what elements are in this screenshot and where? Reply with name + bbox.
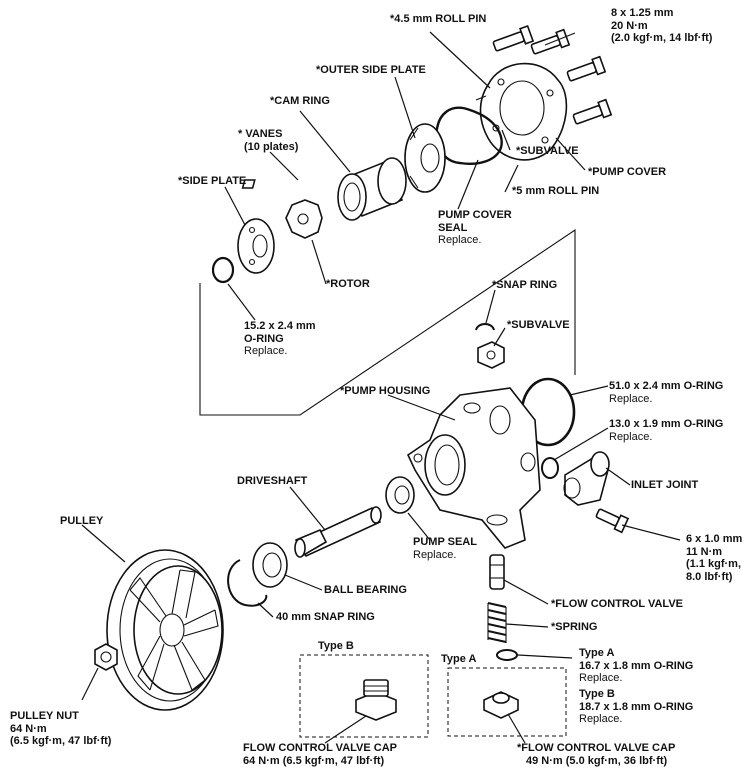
label-type-b-box: Type B	[318, 640, 354, 652]
label-driveshaft: DRIVESHAFT	[237, 475, 308, 487]
label-oring-51-0: 51.0 x 2.4 mm O-RING Replace.	[609, 380, 724, 405]
label-ball-bearing: BALL BEARING	[324, 584, 407, 596]
spring	[487, 602, 507, 643]
pump-seal	[385, 476, 415, 514]
vane-plate	[241, 179, 256, 189]
label-roll-pin-45: *4.5 mm ROLL PIN	[390, 13, 487, 25]
assembly-axis-line	[199, 228, 576, 416]
ball-bearing	[252, 542, 288, 588]
label-oring-type-a: Type A 16.7 x 1.8 mm O-RING Replace.	[579, 647, 694, 684]
oring-13-0	[541, 457, 559, 479]
outer-side-plate	[404, 123, 446, 193]
fcv-cap-type-a	[483, 691, 519, 719]
snap-ring-40	[227, 559, 268, 607]
label-bolt-6mm: 6 x 1.0 mm 11 N·m (1.1 kgf·m, 8.0 lbf·ft…	[686, 533, 743, 583]
type-b-box	[299, 654, 429, 738]
inlet-joint	[563, 451, 610, 506]
label-pump-housing: *PUMP HOUSING	[340, 385, 431, 397]
label-oring-type-b: Type B 18.7 x 1.8 mm O-RING Replace.	[579, 688, 694, 725]
pump-cover-seal	[435, 106, 503, 165]
cam-ring	[337, 157, 407, 221]
label-snap-ring: *SNAP RING	[492, 279, 558, 291]
oring-15-2	[211, 256, 235, 284]
label-flow-control-valve: *FLOW CONTROL VALVE	[551, 598, 683, 610]
pulley-nut	[94, 643, 118, 671]
driveshaft	[294, 506, 382, 558]
snap-ring	[475, 323, 495, 331]
label-spring: *SPRING	[551, 621, 598, 633]
label-pump-seal: PUMP SEAL Replace.	[413, 536, 477, 561]
pulley	[106, 549, 224, 711]
label-pulley-nut: PULLEY NUT 64 N·m (6.5 kgf·m, 47 lbf·ft)	[10, 710, 112, 747]
label-pump-cover-seal: PUMP COVER SEAL Replace.	[438, 209, 512, 246]
label-vanes: * VANES (10 plates)	[238, 128, 299, 153]
label-pulley: PULLEY	[60, 515, 104, 527]
label-roll-pin-5: *5 mm ROLL PIN	[512, 185, 600, 197]
label-bolt-8mm: 8 x 1.25 mm 20 N·m (2.0 kgf·m, 14 lbf·ft…	[611, 7, 713, 44]
flow-control-valve	[489, 554, 505, 590]
rotor	[285, 199, 323, 239]
bolt-6mm	[595, 508, 630, 534]
valve-oring	[496, 649, 518, 661]
pump-housing	[406, 387, 541, 549]
subvalve	[477, 341, 505, 369]
label-fcv-cap-a: *FLOW CONTROL VALVE CAP 49 N·m (5.0 kgf·…	[517, 742, 676, 767]
label-cam-ring: *CAM RING	[270, 95, 330, 107]
label-oring-13-0: 13.0 x 1.9 mm O-RING Replace.	[609, 418, 724, 443]
type-a-box	[447, 667, 567, 737]
label-type-a-box: Type A	[441, 653, 477, 665]
label-oring-15-2: 15.2 x 2.4 mm O-RING Replace.	[244, 320, 316, 357]
leader-lines	[81, 31, 681, 744]
label-outer-side-plate: *OUTER SIDE PLATE	[316, 64, 426, 76]
label-rotor: *ROTOR	[326, 278, 370, 290]
label-fcv-cap-b: FLOW CONTROL VALVE CAP 64 N·m (6.5 kgf·m…	[243, 742, 397, 767]
label-side-plate: *SIDE PLATE	[178, 175, 247, 187]
label-subvalve-upper: *SUBVALVE	[516, 145, 579, 157]
cover-bolts	[492, 24, 613, 125]
label-inlet-joint: INLET JOINT	[631, 479, 699, 491]
fcv-cap-type-b	[355, 679, 397, 721]
label-snap-ring-40: 40 mm SNAP RING	[276, 611, 375, 623]
label-subvalve: *SUBVALVE	[507, 319, 570, 331]
side-plate	[237, 218, 275, 274]
label-pump-cover: *PUMP COVER	[588, 166, 667, 178]
